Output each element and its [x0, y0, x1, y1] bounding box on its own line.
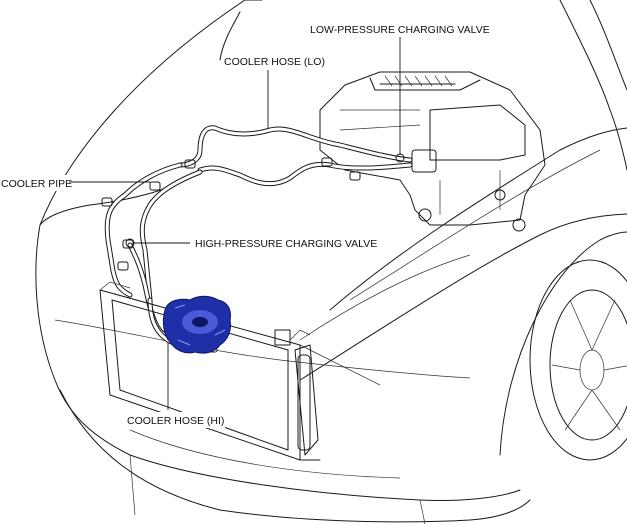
hvac-vent-slats: [384, 75, 453, 87]
wheel-arch: [499, 231, 627, 456]
fender-crease: [349, 149, 601, 301]
condenser-bracket: [274, 329, 291, 346]
hvac-case-lines: [339, 109, 501, 215]
bumper-upper: [35, 224, 521, 502]
car-body: [35, 0, 627, 524]
lamp-edge: [299, 254, 471, 386]
condenser-tank: [294, 344, 321, 461]
hvac-unit: [319, 71, 546, 232]
fender-line: [299, 127, 627, 381]
rim: [549, 289, 627, 441]
hood-outline: [39, 0, 263, 226]
hvac-mount-left: [418, 208, 432, 222]
expansion-valve-block: [411, 149, 437, 173]
a-pillar: [589, 0, 627, 91]
bumper-crease: [54, 319, 471, 379]
label-cooler-hose-hi: COOLER HOSE (HI): [127, 415, 224, 427]
hvac-mount-mid: [494, 189, 506, 201]
hvac-body: [319, 71, 546, 226]
label-low-pressure-charging-valve: LOW-PRESSURE CHARGING VALVE: [310, 24, 490, 36]
grille-lower: [129, 429, 426, 524]
windshield-edge: [559, 0, 627, 171]
leader-lines: [69, 37, 401, 410]
receiver-drier: [297, 354, 311, 451]
hvac-top: [369, 77, 481, 91]
hvac-mount-right: [512, 218, 526, 232]
tire: [529, 259, 627, 461]
pipe-fittings: [101, 157, 361, 271]
callout-labels: LOW-PRESSURE CHARGING VALVE COOLER HOSE …: [0, 21, 490, 428]
label-cooler-hose-lo: COOLER HOSE (LO): [224, 56, 325, 68]
bumper-lower: [59, 389, 531, 523]
rim-spokes: [551, 299, 627, 431]
compressor: [162, 295, 231, 354]
hvac-case-front: [429, 104, 526, 161]
hub: [579, 349, 605, 391]
label-cooler-pipe: COOLER PIPE: [1, 178, 72, 190]
label-high-pressure-charging-valve: HIGH-PRESSURE CHARGING VALVE: [195, 238, 377, 250]
cooler-pipe-2: [139, 169, 203, 303]
condenser-fins: [99, 281, 311, 341]
